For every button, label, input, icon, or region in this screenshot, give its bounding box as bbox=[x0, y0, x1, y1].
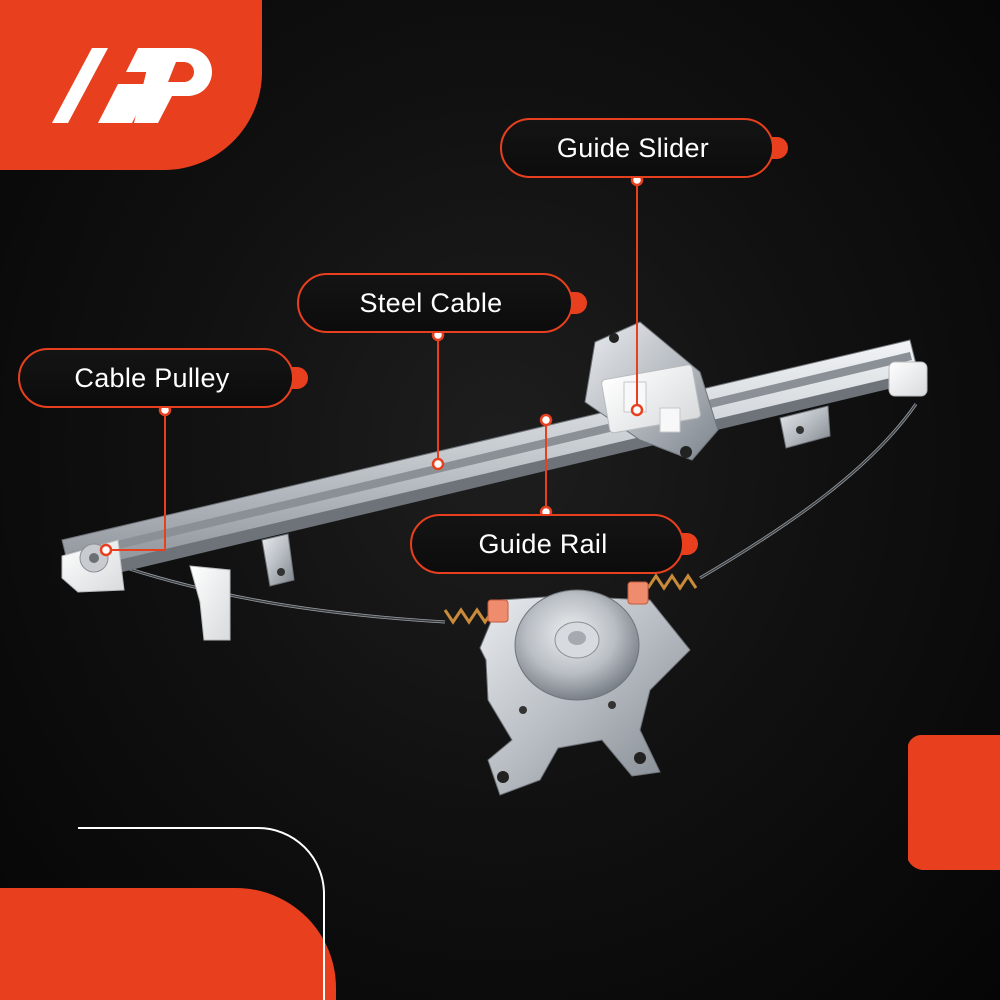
callout-guide-slider: Guide Slider bbox=[500, 118, 788, 178]
outline-accent-bottom-left bbox=[78, 827, 325, 1000]
callout-tab bbox=[292, 367, 308, 389]
brand-corner-bottom-left bbox=[0, 888, 336, 1000]
callout-label-guide-slider: Guide Slider bbox=[556, 132, 710, 163]
callout-label-cable-pulley: Cable Pulley bbox=[74, 362, 230, 393]
callout-steel-cable: Steel Cable bbox=[297, 273, 587, 333]
callout-tab bbox=[772, 137, 788, 159]
callout-label-steel-cable: Steel Cable bbox=[359, 287, 503, 318]
callout-tab bbox=[571, 292, 587, 314]
brand-logo bbox=[52, 48, 212, 123]
cable-drum-assembly bbox=[443, 573, 698, 796]
callout-tab bbox=[682, 533, 698, 555]
callout-cable-pulley: Cable Pulley bbox=[18, 348, 308, 408]
guide-slider-part bbox=[584, 321, 928, 461]
brand-tab-right bbox=[908, 734, 1000, 870]
callout-leaders bbox=[108, 180, 638, 551]
callout-label-guide-rail: Guide Rail bbox=[478, 528, 608, 559]
callout-dots bbox=[99, 173, 644, 557]
callout-guide-rail: Guide Rail bbox=[410, 514, 698, 574]
